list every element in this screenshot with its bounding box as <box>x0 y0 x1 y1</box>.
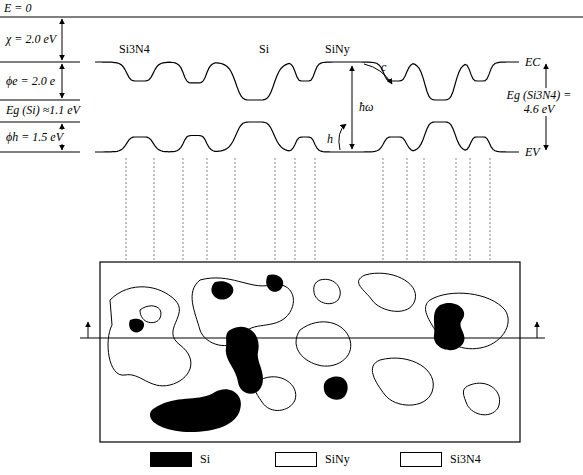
band-label: ϕh = 1.5 eV <box>5 130 64 144</box>
band-edge <box>95 62 519 100</box>
projection-line <box>235 158 236 262</box>
legend-text: Si3N4 <box>450 452 481 467</box>
projection-line <box>207 158 208 262</box>
legend-item: SiNy <box>275 452 350 467</box>
projection-line <box>154 158 155 262</box>
band-label: c <box>380 60 387 74</box>
legend-text: Si <box>200 452 210 467</box>
projection-line <box>424 158 425 262</box>
band-label: ϕe = 2.0 e <box>5 74 56 88</box>
projection-line <box>295 158 296 262</box>
projection-line <box>470 158 471 262</box>
projection-line <box>275 158 276 262</box>
legend-item: Si <box>150 452 210 467</box>
projection-line <box>126 158 127 262</box>
band-label: EV <box>524 145 541 159</box>
legend-swatch <box>275 452 317 467</box>
band-label: ħω <box>358 100 374 114</box>
legend-item: Si3N4 <box>400 452 481 467</box>
band-label: Si3N4 <box>118 42 151 56</box>
band-label: E = 0 <box>3 1 32 15</box>
band-label: h <box>326 132 334 146</box>
band-label: SiNy <box>324 42 351 56</box>
legend-swatch <box>150 452 192 467</box>
projection-line <box>490 158 491 262</box>
projection-line <box>315 158 316 262</box>
band-label: Eg (Si3N4) = 4.6 eV <box>498 88 580 116</box>
band-label: Eg (Si) ≈1.1 eV <box>5 103 81 117</box>
band-label: χ = 2.0 eV <box>5 32 57 46</box>
projection-line <box>456 158 457 262</box>
legend-swatch <box>400 452 442 467</box>
band-edge <box>95 122 519 152</box>
band-label: Si <box>258 42 270 56</box>
legend-text: SiNy <box>325 452 350 467</box>
band-label: EC <box>524 55 541 69</box>
projection-line <box>407 158 408 262</box>
projection-line <box>383 158 384 262</box>
projection-line <box>183 158 184 262</box>
